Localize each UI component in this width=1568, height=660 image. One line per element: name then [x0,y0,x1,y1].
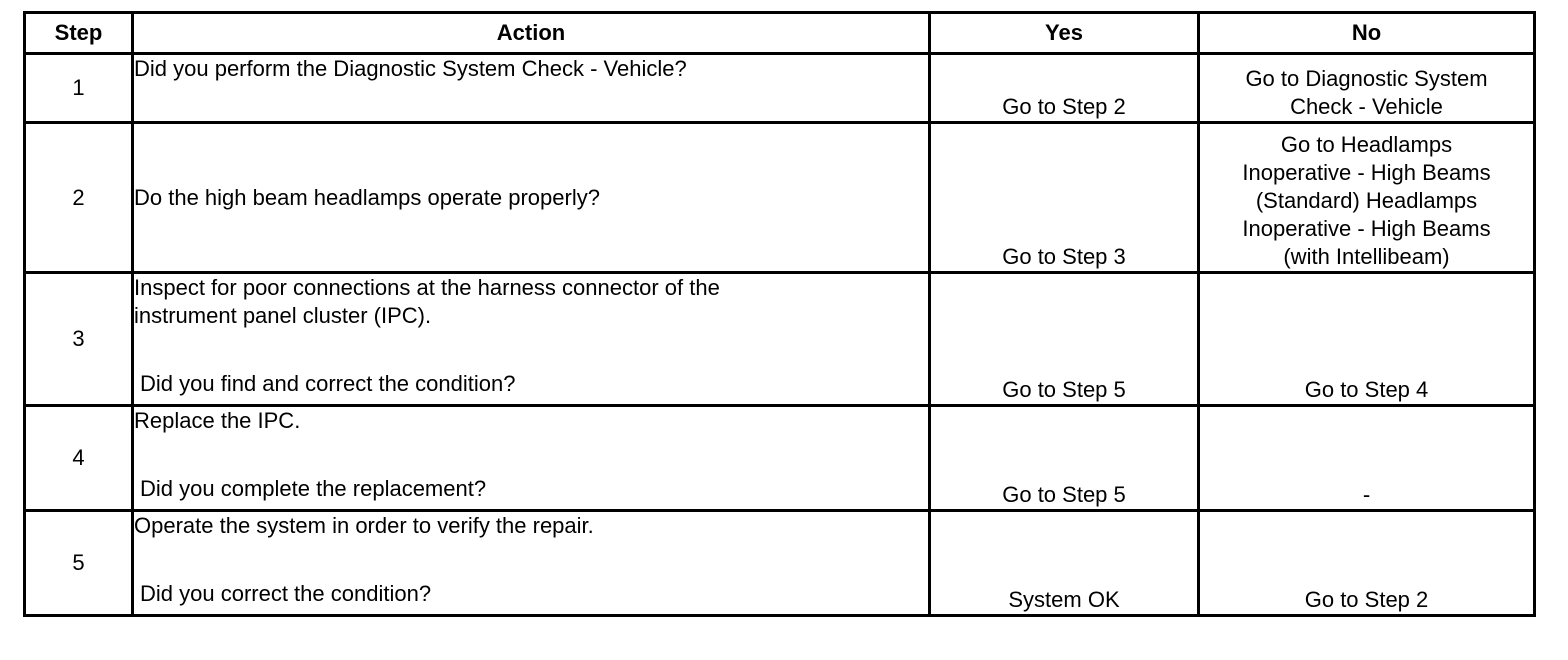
action-question: Did you complete the replacement? [140,476,487,501]
yes-cell: Go to Step 5 [928,404,1200,512]
no-text-line: Go to Step 2 [1304,587,1429,612]
action-text: Replace the IPC. [134,408,301,433]
table-row: 4 Replace the IPC. Did you complete the … [23,404,1536,512]
action-cell: Inspect for poor connections at the harn… [131,271,931,407]
no-text-line: Go to Step 4 [1304,377,1429,402]
action-cell: Operate the system in order to verify th… [131,509,931,617]
no-text-line: Check - Vehicle [1290,94,1443,119]
diagnostic-table: Step Action Yes No 1 Did you perform the… [23,11,1536,617]
step-number: 1 [23,52,134,124]
table-row: 5 Operate the system in order to verify … [23,509,1536,617]
header-no: No [1197,11,1536,55]
step-number: 4 [23,404,134,512]
no-text-line: (Standard) Headlamps [1255,188,1478,213]
no-cell: Go to Diagnostic System Check - Vehicle [1197,52,1536,124]
header-action: Action [131,11,931,55]
no-cell: Go to Headlamps Inoperative - High Beams… [1197,121,1536,274]
table-row: 2 Do the high beam headlamps operate pro… [23,121,1536,274]
yes-cell: System OK [928,509,1200,617]
step-number: 3 [23,271,134,407]
no-cell: Go to Step 2 [1197,509,1536,617]
no-text-line: Go to Diagnostic System [1245,66,1488,91]
step-number: 2 [23,121,134,274]
action-text: Inspect for poor connections at the harn… [134,275,720,300]
header-step: Step [23,11,134,55]
no-text-line: Go to Headlamps [1280,132,1453,157]
diagnostic-table-container: Step Action Yes No 1 Did you perform the… [23,11,1536,617]
table-row: 1 Did you perform the Diagnostic System … [23,52,1536,124]
table-row: 3 Inspect for poor connections at the ha… [23,271,1536,407]
action-text: instrument panel cluster (IPC). [134,303,432,328]
action-text: Operate the system in order to verify th… [134,513,594,538]
no-text-line: - [1362,482,1371,507]
action-cell: Replace the IPC. Did you complete the re… [131,404,931,512]
action-question: Did you find and correct the condition? [140,371,516,396]
action-text: Did you perform the Diagnostic System Ch… [134,56,687,81]
step-number: 5 [23,509,134,617]
yes-cell: Go to Step 3 [928,121,1200,274]
yes-cell: Go to Step 5 [928,271,1200,407]
yes-cell: Go to Step 2 [928,52,1200,124]
action-cell: Do the high beam headlamps operate prope… [131,121,931,274]
action-text: Do the high beam headlamps operate prope… [134,184,600,210]
header-yes: Yes [928,11,1200,55]
no-cell: Go to Step 4 [1197,271,1536,407]
no-text-line: Inoperative - High Beams [1242,160,1491,185]
no-text-line: Inoperative - High Beams [1242,216,1491,241]
action-cell: Did you perform the Diagnostic System Ch… [131,52,931,124]
action-question: Did you correct the condition? [140,581,432,606]
no-text-line: (with Intellibeam) [1283,244,1450,269]
header-row: Step Action Yes No [23,11,1536,55]
no-cell: - [1197,404,1536,512]
